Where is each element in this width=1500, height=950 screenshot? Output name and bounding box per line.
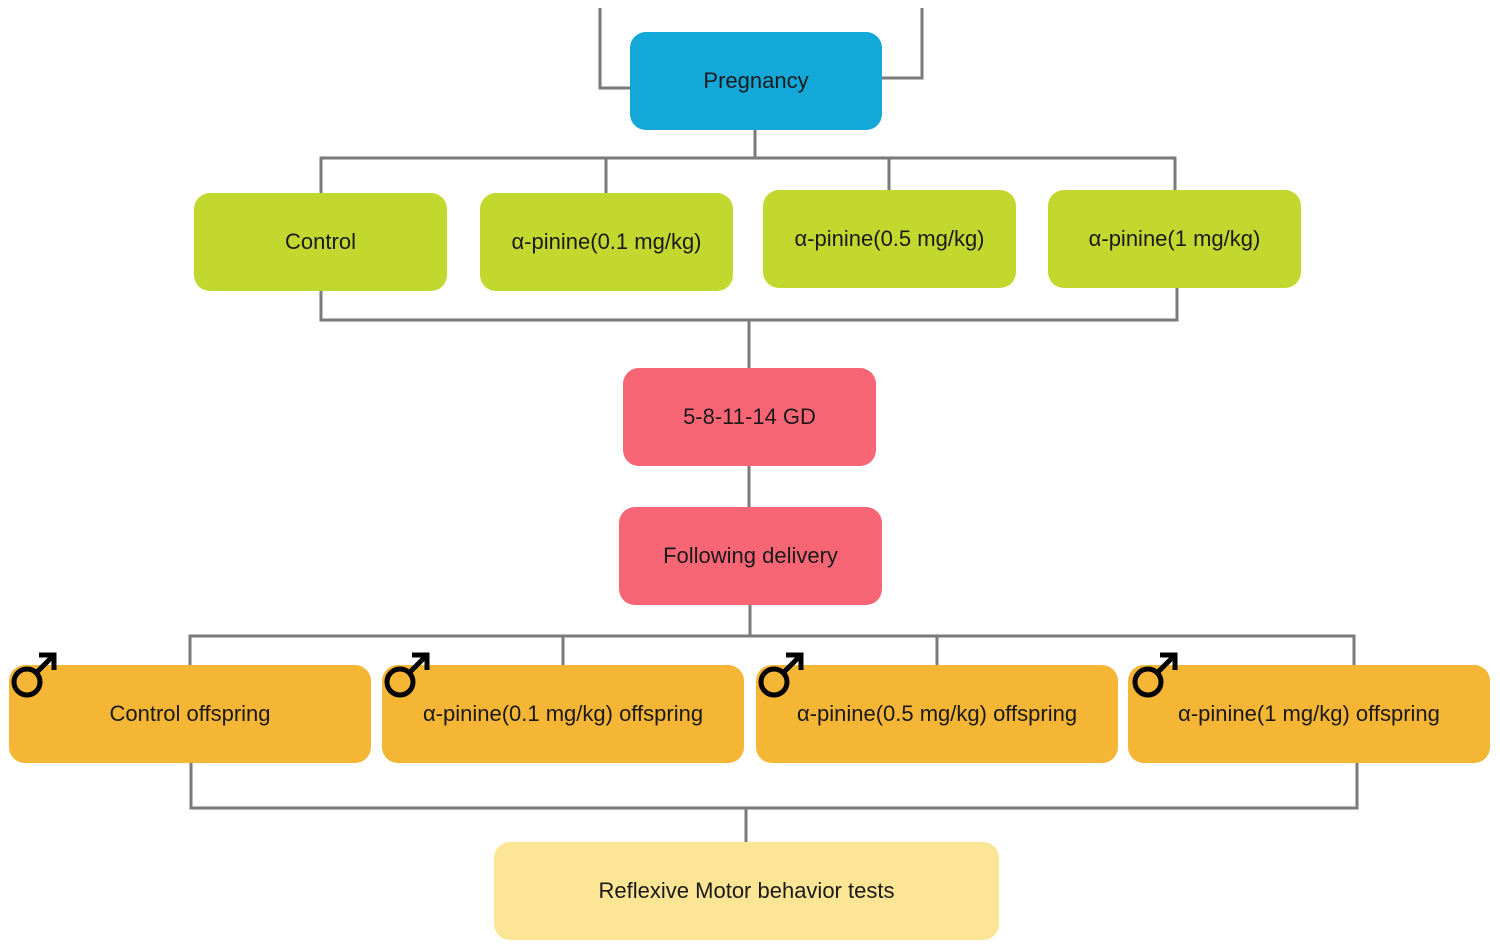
node-group-label: α-pinine(0.5 mg/kg) [794,226,985,251]
node-group-label: Control [285,229,356,254]
node-following-delivery: Following delivery [619,507,882,605]
male-symbol-icon [382,650,432,700]
node-group-label: α-pinine(0.1 mg/kg) [511,229,702,254]
node-group-label: α-pinine(1 mg/kg) [1088,226,1261,251]
node-offspring-1: α-pinine(1 mg/kg) offspring [1128,665,1490,763]
male-symbol-icon [756,650,806,700]
node-reflexive-motor-tests: Reflexive Motor behavior tests [494,842,999,940]
connector-top-left [598,8,632,90]
node-outcome-label: Reflexive Motor behavior tests [598,878,895,903]
node-delivery-label: Following delivery [663,543,838,568]
node-offspring-label: α-pinine(0.5 mg/kg) offspring [796,701,1078,726]
node-offspring-0-5: α-pinine(0.5 mg/kg) offspring [756,665,1118,763]
node-group-0-5: α-pinine(0.5 mg/kg) [763,190,1016,288]
node-group-control: Control [194,193,447,291]
node-schedule-label: 5-8-11-14 GD [683,404,816,429]
node-pregnancy: Pregnancy [630,32,882,130]
connector-groups-bottom-bus [319,286,1179,322]
connector-groups-top-bus [319,156,1177,194]
male-symbol-icon [1130,650,1180,700]
node-offspring-label: α-pinine(0.1 mg/kg) offspring [422,701,704,726]
connector-offspring-top-bus [188,634,1356,666]
node-offspring-label: α-pinine(1 mg/kg) offspring [1178,701,1440,726]
node-offspring-control: Control offspring [9,665,371,763]
node-pregnancy-label: Pregnancy [703,68,809,93]
node-offspring-label: Control offspring [109,701,271,726]
connector-offspring-bottom-bus [189,762,1359,810]
node-schedule: 5-8-11-14 GD [623,368,876,466]
connector-top-right [880,8,924,80]
node-group-1: α-pinine(1 mg/kg) [1048,190,1301,288]
node-group-0-1: α-pinine(0.1 mg/kg) [480,193,733,291]
male-symbol-icon [9,650,59,700]
node-offspring-0-1: α-pinine(0.1 mg/kg) offspring [382,665,744,763]
